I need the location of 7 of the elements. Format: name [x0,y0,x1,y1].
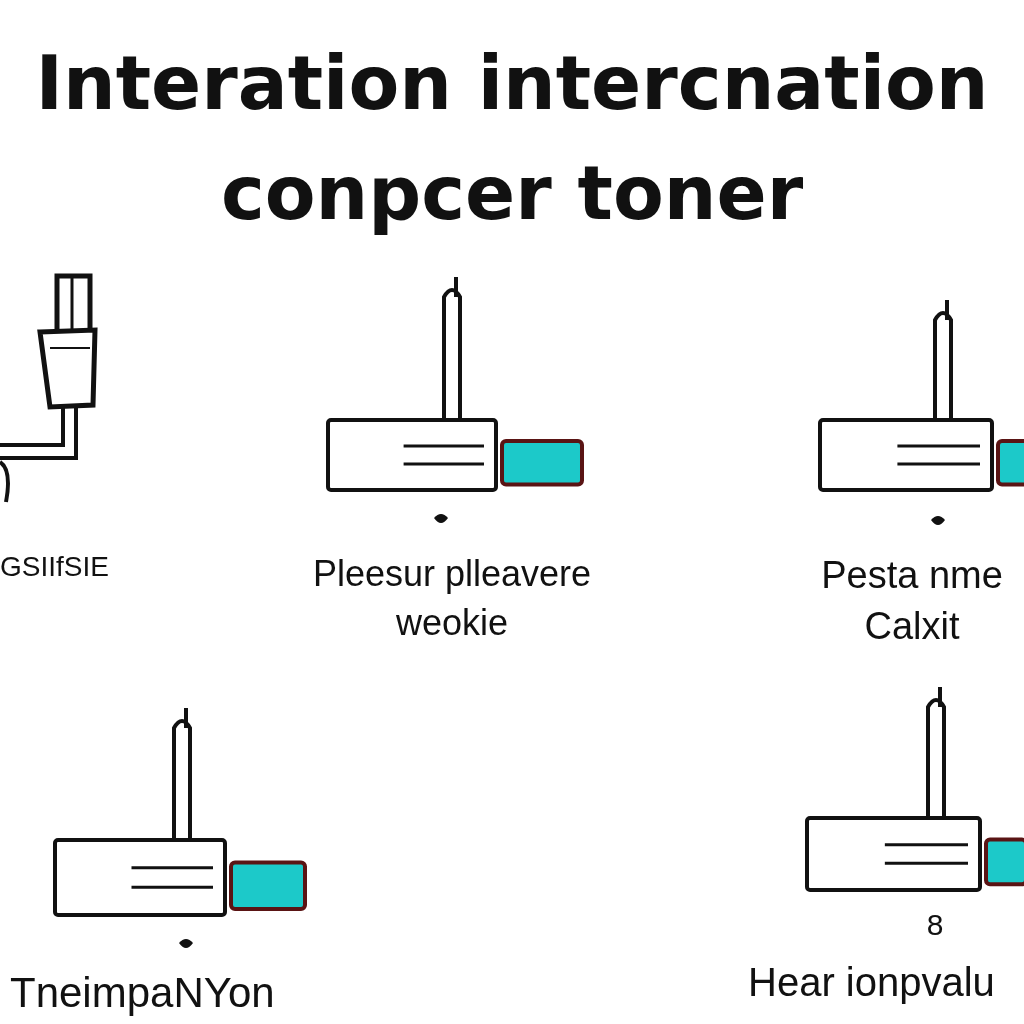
device-label: Hear ionpvalu [748,959,996,1006]
device-label: Pesta nme Calxit [820,553,1004,650]
device-label: GSIIfSIE [0,550,110,584]
title: Interation intercnation conpcer toner [34,39,990,238]
device-label: Pleesur plleavere weokie [311,552,593,645]
callout-number: 8 [925,907,945,943]
device-label: TneimpaNYon [10,968,276,1018]
